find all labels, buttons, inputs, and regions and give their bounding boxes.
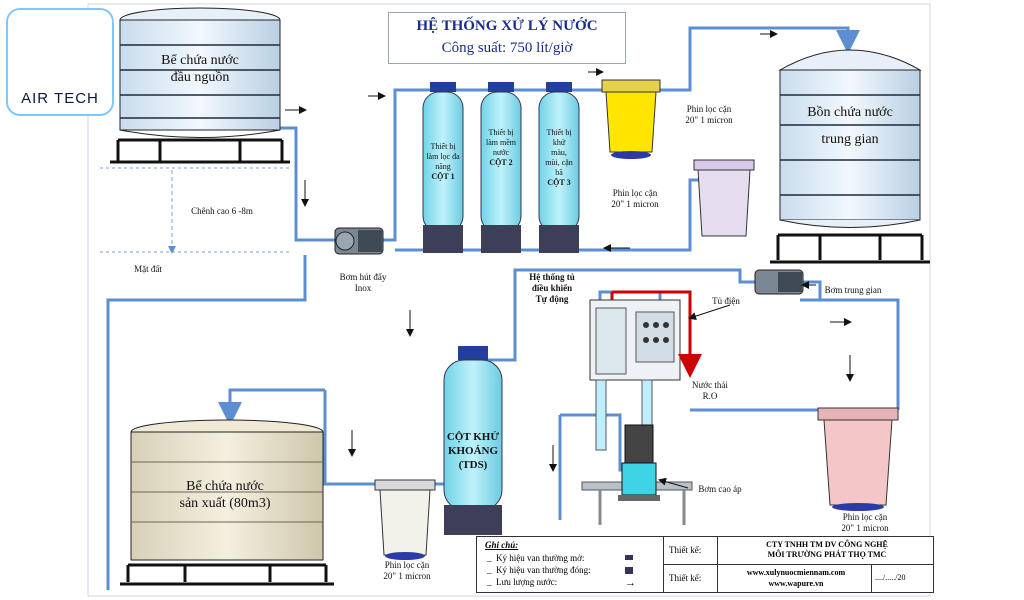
date-field: ..../...../20 [875, 573, 906, 582]
ro-system [581, 290, 702, 525]
logo-text: AIR TECH [21, 90, 99, 107]
flow-arrow-icon: → [625, 577, 636, 589]
legend-item-open-valve: _ Ký hiệu van thường mở: [487, 553, 585, 563]
intermediate-tank [770, 49, 930, 264]
legend-item-closed-valve: _ Ký hiệu van thường đóng: [487, 565, 591, 575]
height-diff-label: Chênh cao 6 -8m [191, 206, 253, 216]
suction-pump [334, 227, 384, 255]
yellow-filter [601, 79, 661, 159]
design-label-1: Thiết kế: [669, 545, 702, 555]
intermediate-pump [754, 269, 804, 295]
capacity-label: Công suất: 750 lít/giờ [441, 40, 573, 56]
production-tank [120, 419, 334, 586]
filter-right-housing [817, 407, 899, 511]
logo-box: AIR TECH [6, 8, 114, 116]
closed-valve-icon [625, 567, 633, 574]
legend-title: Ghi chú: [485, 540, 519, 550]
frame [87, 3, 931, 597]
high-pressure-pump-label: Bơm cao áp [698, 484, 742, 494]
open-valve-icon [625, 555, 633, 560]
intermediate-pump-label: Bơm trung gian [824, 285, 882, 295]
filter-bottom-housing [374, 479, 436, 560]
filter-top-housing [693, 159, 755, 237]
legend-item-flow: _ Lưu lượng nước: [487, 577, 558, 587]
filter-columns [422, 82, 580, 253]
design-label-2: Thiết kế: [669, 573, 702, 583]
source-tank [110, 7, 290, 164]
electric-cabinet-label: Tủ điện [712, 296, 740, 306]
legend-title-block: Ghi chú: _ Ký hiệu van thường mở: _ Ký h… [476, 536, 934, 593]
mineral-column [443, 346, 503, 535]
diagram-title: HỆ THỐNG XỬ LÝ NƯỚC [416, 18, 598, 34]
diagram-title-box: HỆ THỐNG XỬ LÝ NƯỚC Công suất: 750 lít/g… [388, 12, 626, 64]
ground-label: Mặt đất [134, 264, 162, 274]
